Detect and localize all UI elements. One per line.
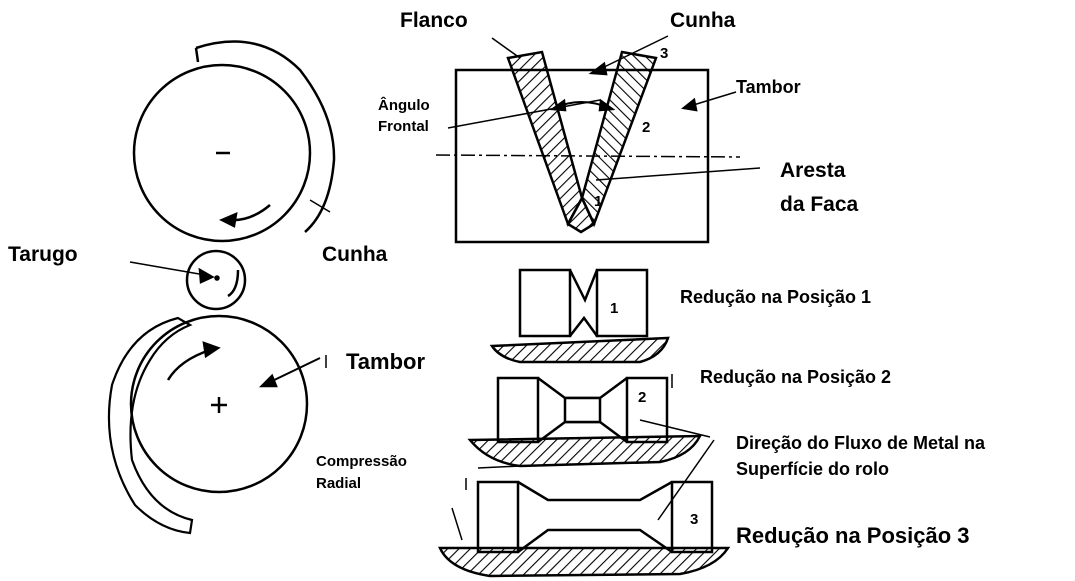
- stage-2-number: 2: [638, 389, 647, 406]
- label-tarugo: Tarugo: [8, 243, 78, 266]
- label-reducao-1: Redução na Posição 1: [680, 287, 872, 307]
- billet: [129, 249, 247, 311]
- label-flanco: Flanco: [400, 9, 468, 32]
- label-reducao-2: Redução na Posição 2: [700, 367, 892, 387]
- stage-3-number: 3: [690, 511, 699, 528]
- label-reducao-3: Redução na Posição 3: [736, 523, 970, 548]
- drum-section: [435, 35, 761, 244]
- marker-position-3: 3: [660, 45, 669, 62]
- label-tambor-left: Tambor: [346, 349, 426, 374]
- label-radial: Radial: [316, 475, 362, 492]
- label-direcao-line1: Direção do Fluxo de Metal na: [736, 433, 986, 453]
- label-tambor-top: Tambor: [736, 77, 801, 97]
- marker-position-1: 1: [594, 193, 603, 210]
- label-direcao-line2: Superfície do rolo: [736, 459, 890, 479]
- label-angulo: Ângulo: [378, 97, 430, 114]
- label-cunha-top: Cunha: [670, 9, 736, 32]
- reduction-stage-2: [467, 374, 711, 469]
- label-frontal: Frontal: [378, 118, 429, 135]
- label-da-faca: da Faca: [780, 193, 859, 216]
- marker-position-2: 2: [642, 119, 651, 136]
- label-aresta: Aresta: [780, 159, 846, 182]
- reduction-stage-3: [438, 439, 731, 578]
- label-compressao: Compressão: [316, 453, 407, 470]
- upper-roll: [132, 40, 336, 243]
- reduction-stage-1: [489, 268, 670, 364]
- lower-roll: [107, 314, 327, 535]
- stage-1-number: 1: [610, 300, 619, 317]
- label-cunha-left: Cunha: [322, 243, 388, 266]
